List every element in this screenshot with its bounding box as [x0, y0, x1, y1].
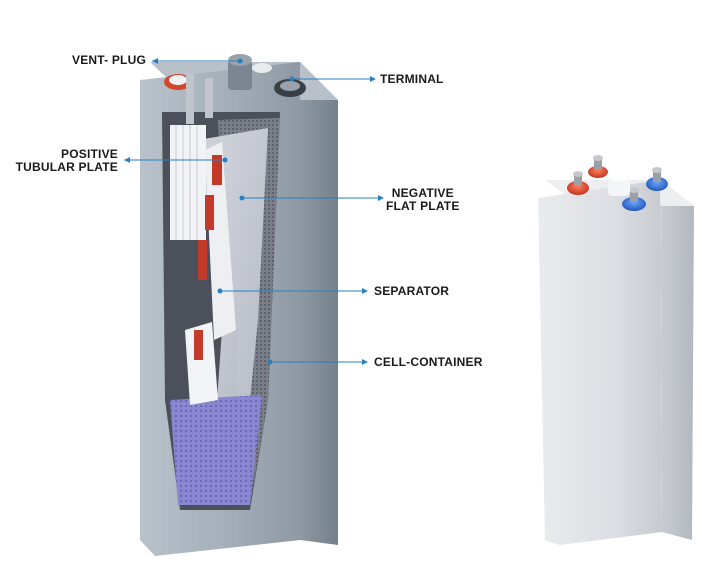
label-separator: SEPARATOR — [374, 284, 450, 298]
leader-terminal-dot — [289, 76, 295, 82]
leader-negative-arrow — [378, 195, 384, 201]
leader-terminal-arrow — [370, 76, 376, 82]
leader-cell-container-dot — [267, 359, 273, 365]
closed-cell — [538, 155, 694, 545]
closed-cell-side — [660, 180, 694, 540]
leader-positive-dot — [222, 157, 228, 163]
cutaway-cell — [140, 54, 338, 556]
leader-lines — [124, 58, 384, 365]
label-terminal: TERMINAL — [380, 72, 444, 86]
leader-vent-plug-dot — [237, 58, 243, 64]
closed-cell-terminals — [567, 155, 668, 211]
closed-cell-front — [538, 180, 662, 545]
cell-top-fittings — [164, 54, 306, 124]
leader-separator-arrow — [362, 288, 368, 294]
container-side-face — [300, 62, 338, 545]
leader-separator-dot — [217, 288, 223, 294]
leader-negative-dot — [239, 195, 245, 201]
label-cell-container: CELL-CONTAINER — [374, 355, 483, 369]
plate-bottom-block — [170, 395, 262, 505]
label-vent-plug: VENT- PLUG — [71, 53, 146, 67]
leader-positive-arrow — [124, 157, 130, 163]
label-negative-flat-plate: NEGATIVE FLAT PLATE — [386, 186, 460, 213]
leader-vent-plug-arrow — [152, 58, 158, 64]
leader-cell-container-arrow — [362, 359, 368, 365]
label-positive-tubular-plate: POSITIVE TUBULAR PLATE — [15, 147, 118, 174]
